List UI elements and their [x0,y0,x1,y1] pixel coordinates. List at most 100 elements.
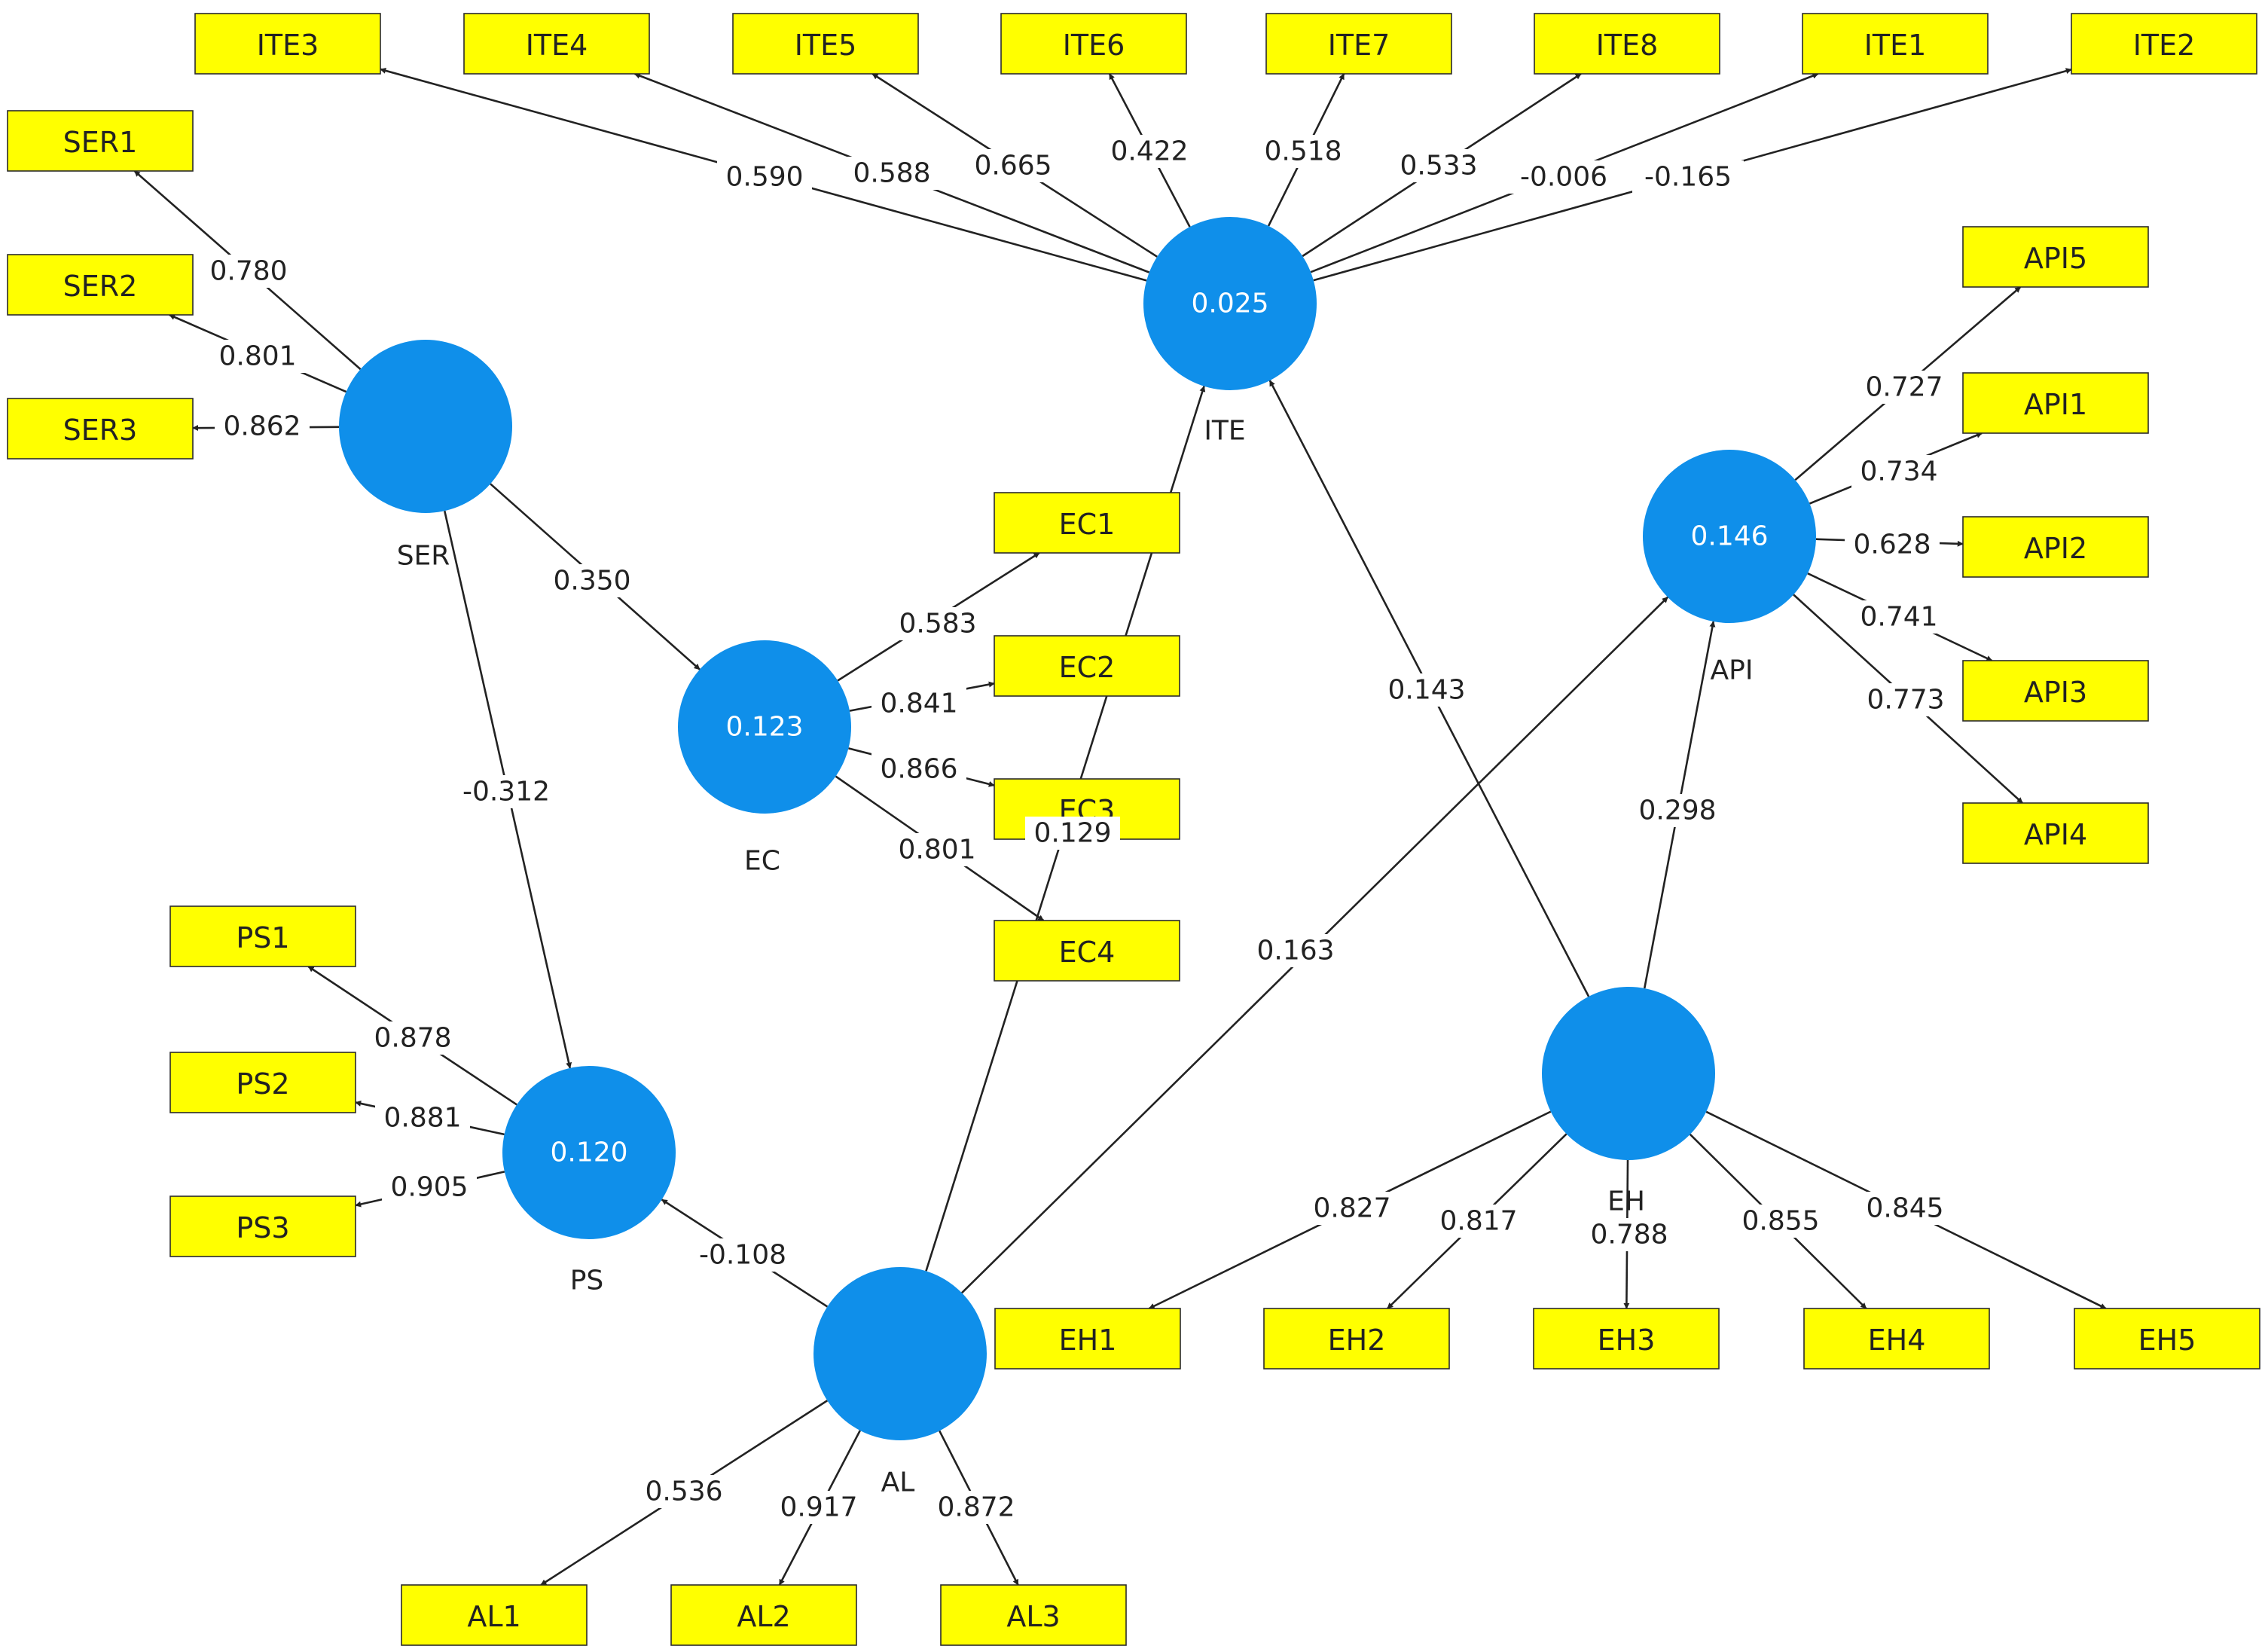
path-coefficient-ser-to-ec: 0.350 [545,564,639,597]
loading-label-eh2: 0.817 [1431,1205,1526,1238]
svg-text:0.878: 0.878 [374,1023,451,1054]
indicator-eh3[interactable]: EH3 [1533,1308,1720,1370]
svg-text:0.143: 0.143 [1387,675,1465,706]
indicator-ps3[interactable]: PS3 [169,1195,356,1257]
path-coefficient-ser-to-ps: -0.312 [450,775,562,808]
indicator-label: AL1 [467,1600,520,1633]
indicator-label: ITE7 [1328,29,1390,62]
loading-label-ec3: 0.866 [871,753,966,786]
indicator-label: SER1 [63,126,138,159]
latent-ite[interactable]: 0.025 [1143,217,1317,390]
indicator-ite7[interactable]: ITE7 [1265,13,1452,75]
indicator-ite3[interactable]: ITE3 [194,13,381,75]
loading-label-ec4: 0.801 [890,833,984,866]
indicator-ser3[interactable]: SER3 [7,398,194,460]
indicator-ps1[interactable]: PS1 [169,905,356,967]
r-squared-value: 0.123 [725,712,803,743]
latent-name-eh: EH [1607,1186,1645,1217]
svg-text:0.734: 0.734 [1860,457,1937,487]
svg-text:-0.312: -0.312 [462,777,550,808]
indicator-label: API4 [2024,818,2087,851]
loading-label-eh1: 0.827 [1305,1192,1400,1225]
svg-text:0.590: 0.590 [725,162,803,193]
loading-label-ps3: 0.905 [382,1171,477,1204]
indicator-al1[interactable]: AL1 [401,1584,588,1646]
svg-text:0.583: 0.583 [899,609,976,640]
svg-text:0.588: 0.588 [853,158,930,189]
indicator-ser2[interactable]: SER2 [7,254,194,316]
latent-ser[interactable] [339,340,512,513]
loading-label-api5: 0.727 [1857,371,1952,404]
latent-name-ec: EC [744,846,780,877]
indicator-eh4[interactable]: EH4 [1803,1308,1990,1370]
loading-label-ec2: 0.841 [871,687,966,720]
indicator-ite6[interactable]: ITE6 [1000,13,1187,75]
loading-label-ser1: 0.780 [201,255,296,288]
indicator-al3[interactable]: AL3 [940,1584,1127,1646]
indicator-ite4[interactable]: ITE4 [463,13,650,75]
svg-text:0.817: 0.817 [1439,1206,1517,1237]
loading-label-ec1: 0.583 [890,607,985,640]
svg-text:0.917: 0.917 [780,1492,857,1523]
indicator-api5[interactable]: API5 [1962,226,2149,288]
indicator-ite5[interactable]: ITE5 [732,13,919,75]
nodes-layer: ITE3 ITE4 ITE5 ITE6 ITE7 ITE8 ITE1 ITE2SER1SER2… [7,13,2260,1646]
svg-text:0.788: 0.788 [1590,1220,1668,1250]
latent-api[interactable]: 0.146 [1643,450,1816,623]
svg-text:0.881: 0.881 [383,1103,461,1134]
indicator-label: API5 [2024,242,2087,275]
loading-label-al2: 0.917 [771,1491,866,1524]
latent-name-ps: PS [570,1266,604,1296]
svg-text:0.841: 0.841 [880,689,957,719]
indicator-ec2[interactable]: EC2 [994,635,1180,697]
indicator-label: EC1 [1059,508,1116,541]
indicator-ser1[interactable]: SER1 [7,110,194,172]
loading-label-api4: 0.773 [1858,683,1953,716]
indicator-label: ITE3 [257,29,319,62]
svg-text:0.536: 0.536 [645,1476,722,1507]
indicator-al2[interactable]: AL2 [670,1584,857,1646]
svg-text:0.628: 0.628 [1853,530,1931,560]
indicator-label: API2 [2024,532,2087,565]
svg-text:0.665: 0.665 [974,151,1052,182]
latent-al[interactable] [813,1267,987,1440]
loading-label-ite3: 0.590 [717,160,812,194]
indicator-label: ITE6 [1063,29,1125,62]
indicator-label: PS3 [236,1211,289,1244]
loading-label-ite7: 0.518 [1256,135,1351,168]
indicator-ec1[interactable]: EC1 [994,492,1180,554]
path-coefficient-eh-to-api: 0.298 [1630,794,1725,827]
indicator-label: SER3 [63,414,138,447]
svg-text:-0.108: -0.108 [699,1240,786,1271]
loading-label-ps2: 0.881 [375,1101,470,1134]
latent-eh[interactable] [1542,987,1715,1160]
path-coefficient-al-to-ps: -0.108 [687,1238,798,1272]
indicator-api2[interactable]: API2 [1962,516,2149,578]
indicator-ps2[interactable]: PS2 [169,1052,356,1113]
svg-text:0.905: 0.905 [390,1172,468,1203]
loading-label-api2: 0.628 [1845,528,1940,561]
loading-label-al3: 0.872 [929,1491,1024,1524]
indicator-label: PS1 [236,921,289,954]
indicator-api3[interactable]: API3 [1962,660,2149,722]
svg-text:0.801: 0.801 [218,341,296,372]
indicator-api4[interactable]: API4 [1962,802,2149,864]
indicator-eh5[interactable]: EH5 [2074,1308,2260,1370]
path-coefficient-al-to-api: 0.163 [1248,934,1343,967]
svg-text:0.533: 0.533 [1400,151,1477,182]
latent-ps[interactable]: 0.120 [502,1066,676,1239]
indicator-label: ITE2 [2133,29,2196,62]
svg-text:-0.006: -0.006 [1520,162,1607,193]
latent-ec[interactable]: 0.123 [678,640,851,814]
indicator-eh1[interactable]: EH1 [994,1308,1181,1370]
indicator-ite1[interactable]: ITE1 [1802,13,1989,75]
indicator-ite2[interactable]: ITE2 [2071,13,2257,75]
indicator-api1[interactable]: API1 [1962,372,2149,434]
loading-label-ite4: 0.588 [844,157,939,190]
svg-text:0.350: 0.350 [553,566,630,597]
indicator-ite8[interactable]: ITE8 [1534,13,1720,75]
indicator-ec4[interactable]: EC4 [994,920,1180,982]
indicator-label: EH5 [2138,1324,2196,1357]
indicator-eh2[interactable]: EH2 [1263,1308,1450,1370]
